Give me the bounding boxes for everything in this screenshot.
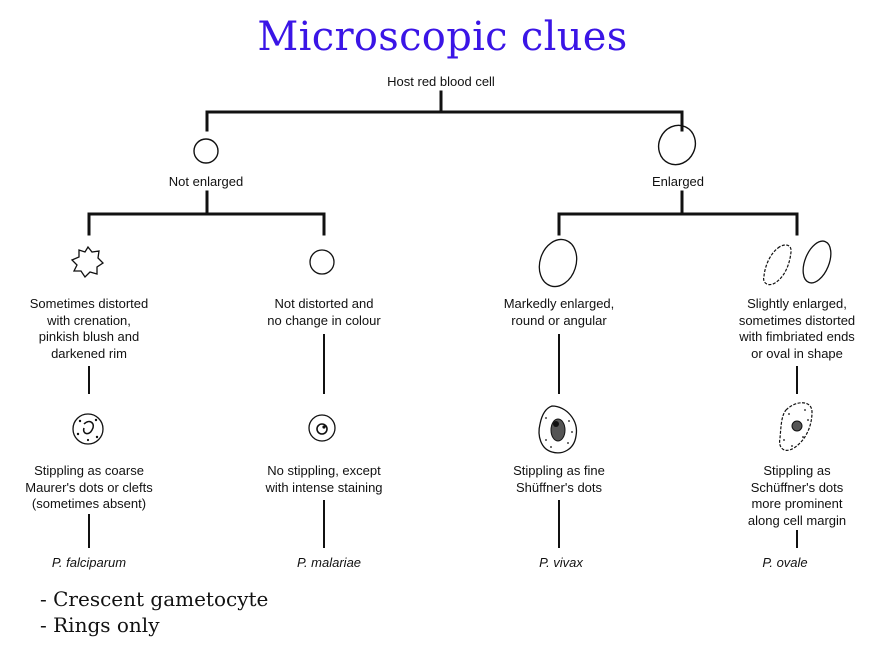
normal-rbc-icon xyxy=(309,249,335,275)
branch-appearance-vivax: Markedly enlarged, round or angular xyxy=(503,296,615,328)
branch-stippling-ovale: Stippling as Schüffner's dots more promi… xyxy=(747,463,847,528)
stippled-rbc-vivax-icon xyxy=(538,405,578,454)
species-ovale: P. ovale xyxy=(762,555,808,570)
group-enlarged-label: Enlarged xyxy=(651,174,705,189)
branch-appearance-malariae: Not distorted and no change in colour xyxy=(267,296,381,328)
crenated-rbc-icon xyxy=(70,245,105,279)
notes-list: - Crescent gametocyte - Rings only xyxy=(40,586,268,638)
enlarged-rbc-icon xyxy=(538,238,578,288)
group-not-enlarged-label: Not enlarged xyxy=(168,174,244,189)
normal-rbc-icon xyxy=(193,138,219,164)
note-item: - Crescent gametocyte xyxy=(40,587,269,611)
stippled-rbc-falciparum-icon xyxy=(72,413,104,445)
branch-appearance-ovale: Slightly enlarged, sometimes distorted w… xyxy=(738,296,856,361)
species-falciparum: P. falciparum xyxy=(51,555,127,570)
species-vivax: P. vivax xyxy=(539,555,583,570)
enlarged-rbc-icon xyxy=(657,124,697,166)
stippled-rbc-malariae-icon xyxy=(308,414,336,442)
branch-stippling-malariae: No stippling, except with intense staini… xyxy=(265,463,383,495)
oval-rbc-icon xyxy=(802,240,832,284)
stippled-rbc-ovale-icon xyxy=(779,402,813,451)
branch-appearance-falciparum: Sometimes distorted with crenation, pink… xyxy=(29,296,149,361)
note-item: - Rings only xyxy=(40,613,160,637)
branch-stippling-vivax: Stippling as fine Shüffner's dots xyxy=(513,463,605,495)
branch-stippling-falciparum: Stippling as coarse Maurer's dots or cle… xyxy=(25,463,153,511)
page-title: Microscopic clues xyxy=(257,14,628,60)
root-label: Host red blood cell xyxy=(387,74,495,89)
fimbriated-rbc-icon xyxy=(763,244,792,286)
species-malariae: P. malariae xyxy=(296,555,362,570)
